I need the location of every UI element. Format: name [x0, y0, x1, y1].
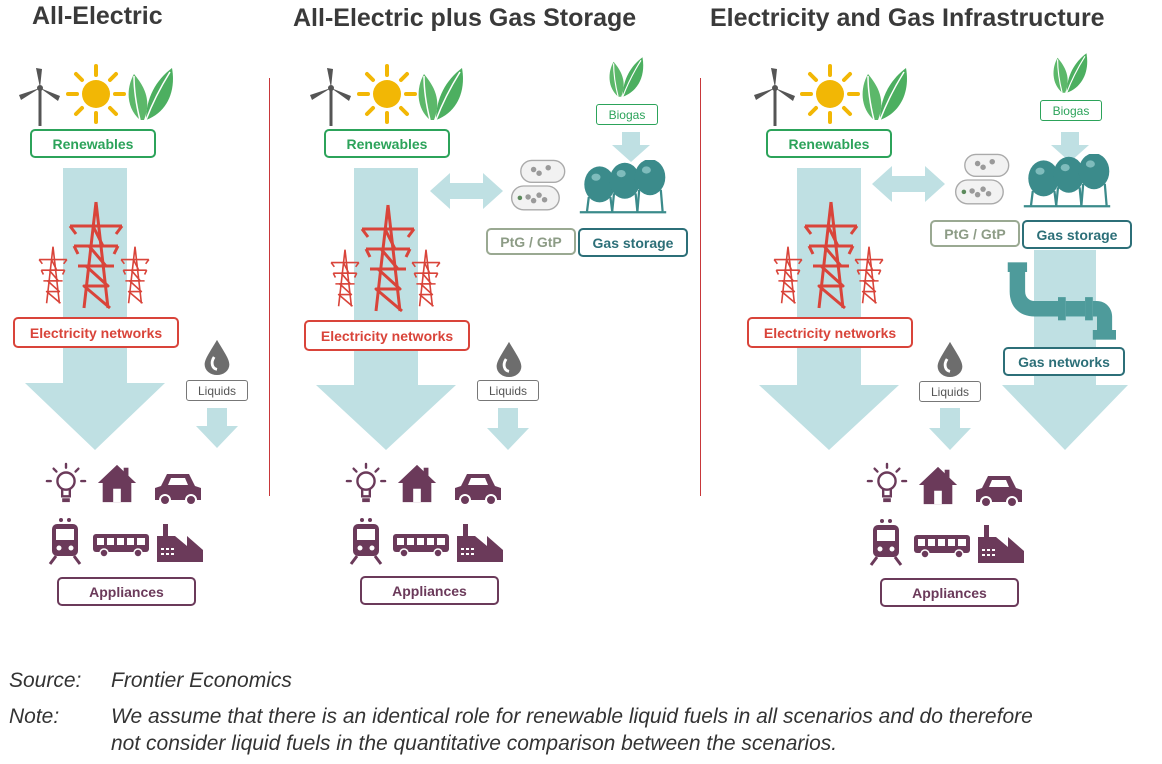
- sun-icon: [800, 64, 860, 124]
- train-icon: [48, 517, 82, 565]
- renewables-label: Renewables: [30, 129, 156, 158]
- pylon-icon: [772, 240, 804, 310]
- train-icon: [869, 518, 903, 566]
- electricity-networks-label: Electricity networks: [304, 320, 470, 351]
- appliances-label: Appliances: [360, 576, 499, 605]
- wind-turbine-icon: [750, 66, 800, 126]
- renewables-label: Renewables: [766, 129, 892, 158]
- train-icon: [349, 517, 383, 565]
- droplet-icon: [202, 338, 232, 376]
- renewables-label: Renewables: [324, 129, 450, 158]
- gas-tank-icon: [578, 160, 668, 216]
- flow-arrow-electricity: [316, 132, 650, 450]
- biogas-label: Biogas: [596, 104, 658, 125]
- appliances-label: Appliances: [57, 577, 196, 606]
- bulb-icon: [345, 462, 387, 504]
- bus-icon: [391, 530, 451, 558]
- house-icon: [917, 464, 959, 506]
- leaf-icon: [606, 54, 644, 100]
- ptg-cylinder-icon: [508, 158, 572, 214]
- gas-tank-icon: [1022, 154, 1112, 210]
- note-line-2: not consider liquid fuels in the quantit…: [111, 732, 838, 755]
- note-line-1: We assume that there is an identical rol…: [111, 705, 1033, 728]
- car-icon: [453, 470, 503, 506]
- electricity-networks-label: Electricity networks: [747, 317, 913, 348]
- gas-storage-label: Gas storage: [1022, 220, 1132, 249]
- leaf-icon: [1050, 50, 1088, 96]
- bulb-icon: [45, 462, 87, 504]
- pylon-icon: [119, 240, 151, 310]
- electricity-networks-label: Electricity networks: [13, 317, 179, 348]
- ptg-gtp-label: PtG / GtP: [486, 228, 576, 255]
- factory-icon: [976, 523, 1026, 563]
- bus-icon: [91, 530, 151, 558]
- pipe-icon: [1000, 262, 1116, 340]
- source-text: Frontier Economics: [111, 669, 292, 692]
- ptg-gtp-label: PtG / GtP: [930, 220, 1020, 247]
- pylon-icon: [358, 203, 418, 313]
- liquids-label: Liquids: [186, 380, 248, 401]
- car-icon: [974, 472, 1024, 508]
- gas-networks-label: Gas networks: [1003, 347, 1125, 376]
- house-icon: [396, 462, 438, 504]
- leaf-icon: [124, 64, 174, 124]
- pylon-icon: [329, 243, 361, 313]
- factory-icon: [155, 522, 205, 562]
- pylon-icon: [853, 240, 885, 310]
- source-label: Source:: [9, 669, 82, 692]
- panel-divider: [269, 78, 270, 496]
- ptg-cylinder-icon: [952, 152, 1016, 208]
- wind-turbine-icon: [306, 66, 356, 126]
- liquids-label: Liquids: [477, 380, 539, 401]
- factory-icon: [455, 522, 505, 562]
- note-label: Note:: [9, 705, 60, 728]
- bulb-icon: [866, 462, 908, 504]
- leaf-icon: [414, 64, 464, 124]
- droplet-icon: [935, 340, 965, 378]
- pylon-icon: [801, 200, 861, 310]
- house-icon: [96, 462, 138, 504]
- wind-turbine-icon: [15, 66, 65, 126]
- pylon-icon: [66, 200, 126, 310]
- car-icon: [153, 470, 203, 506]
- bus-icon: [912, 531, 972, 559]
- droplet-icon: [494, 340, 524, 378]
- panel-title: All-Electric: [32, 2, 163, 30]
- liquids-label: Liquids: [919, 381, 981, 402]
- flow-arrow-electricity: [25, 168, 238, 450]
- panel-divider: [700, 78, 701, 496]
- biogas-label: Biogas: [1040, 100, 1102, 121]
- appliances-label: Appliances: [880, 578, 1019, 607]
- sun-icon: [66, 64, 126, 124]
- panel-title: Electricity and Gas Infrastructure: [710, 4, 1105, 32]
- pylon-icon: [410, 243, 442, 313]
- gas-storage-label: Gas storage: [578, 228, 688, 257]
- leaf-icon: [858, 64, 908, 124]
- sun-icon: [357, 64, 417, 124]
- panel-title: All-Electric plus Gas Storage: [293, 4, 637, 32]
- pylon-icon: [37, 240, 69, 310]
